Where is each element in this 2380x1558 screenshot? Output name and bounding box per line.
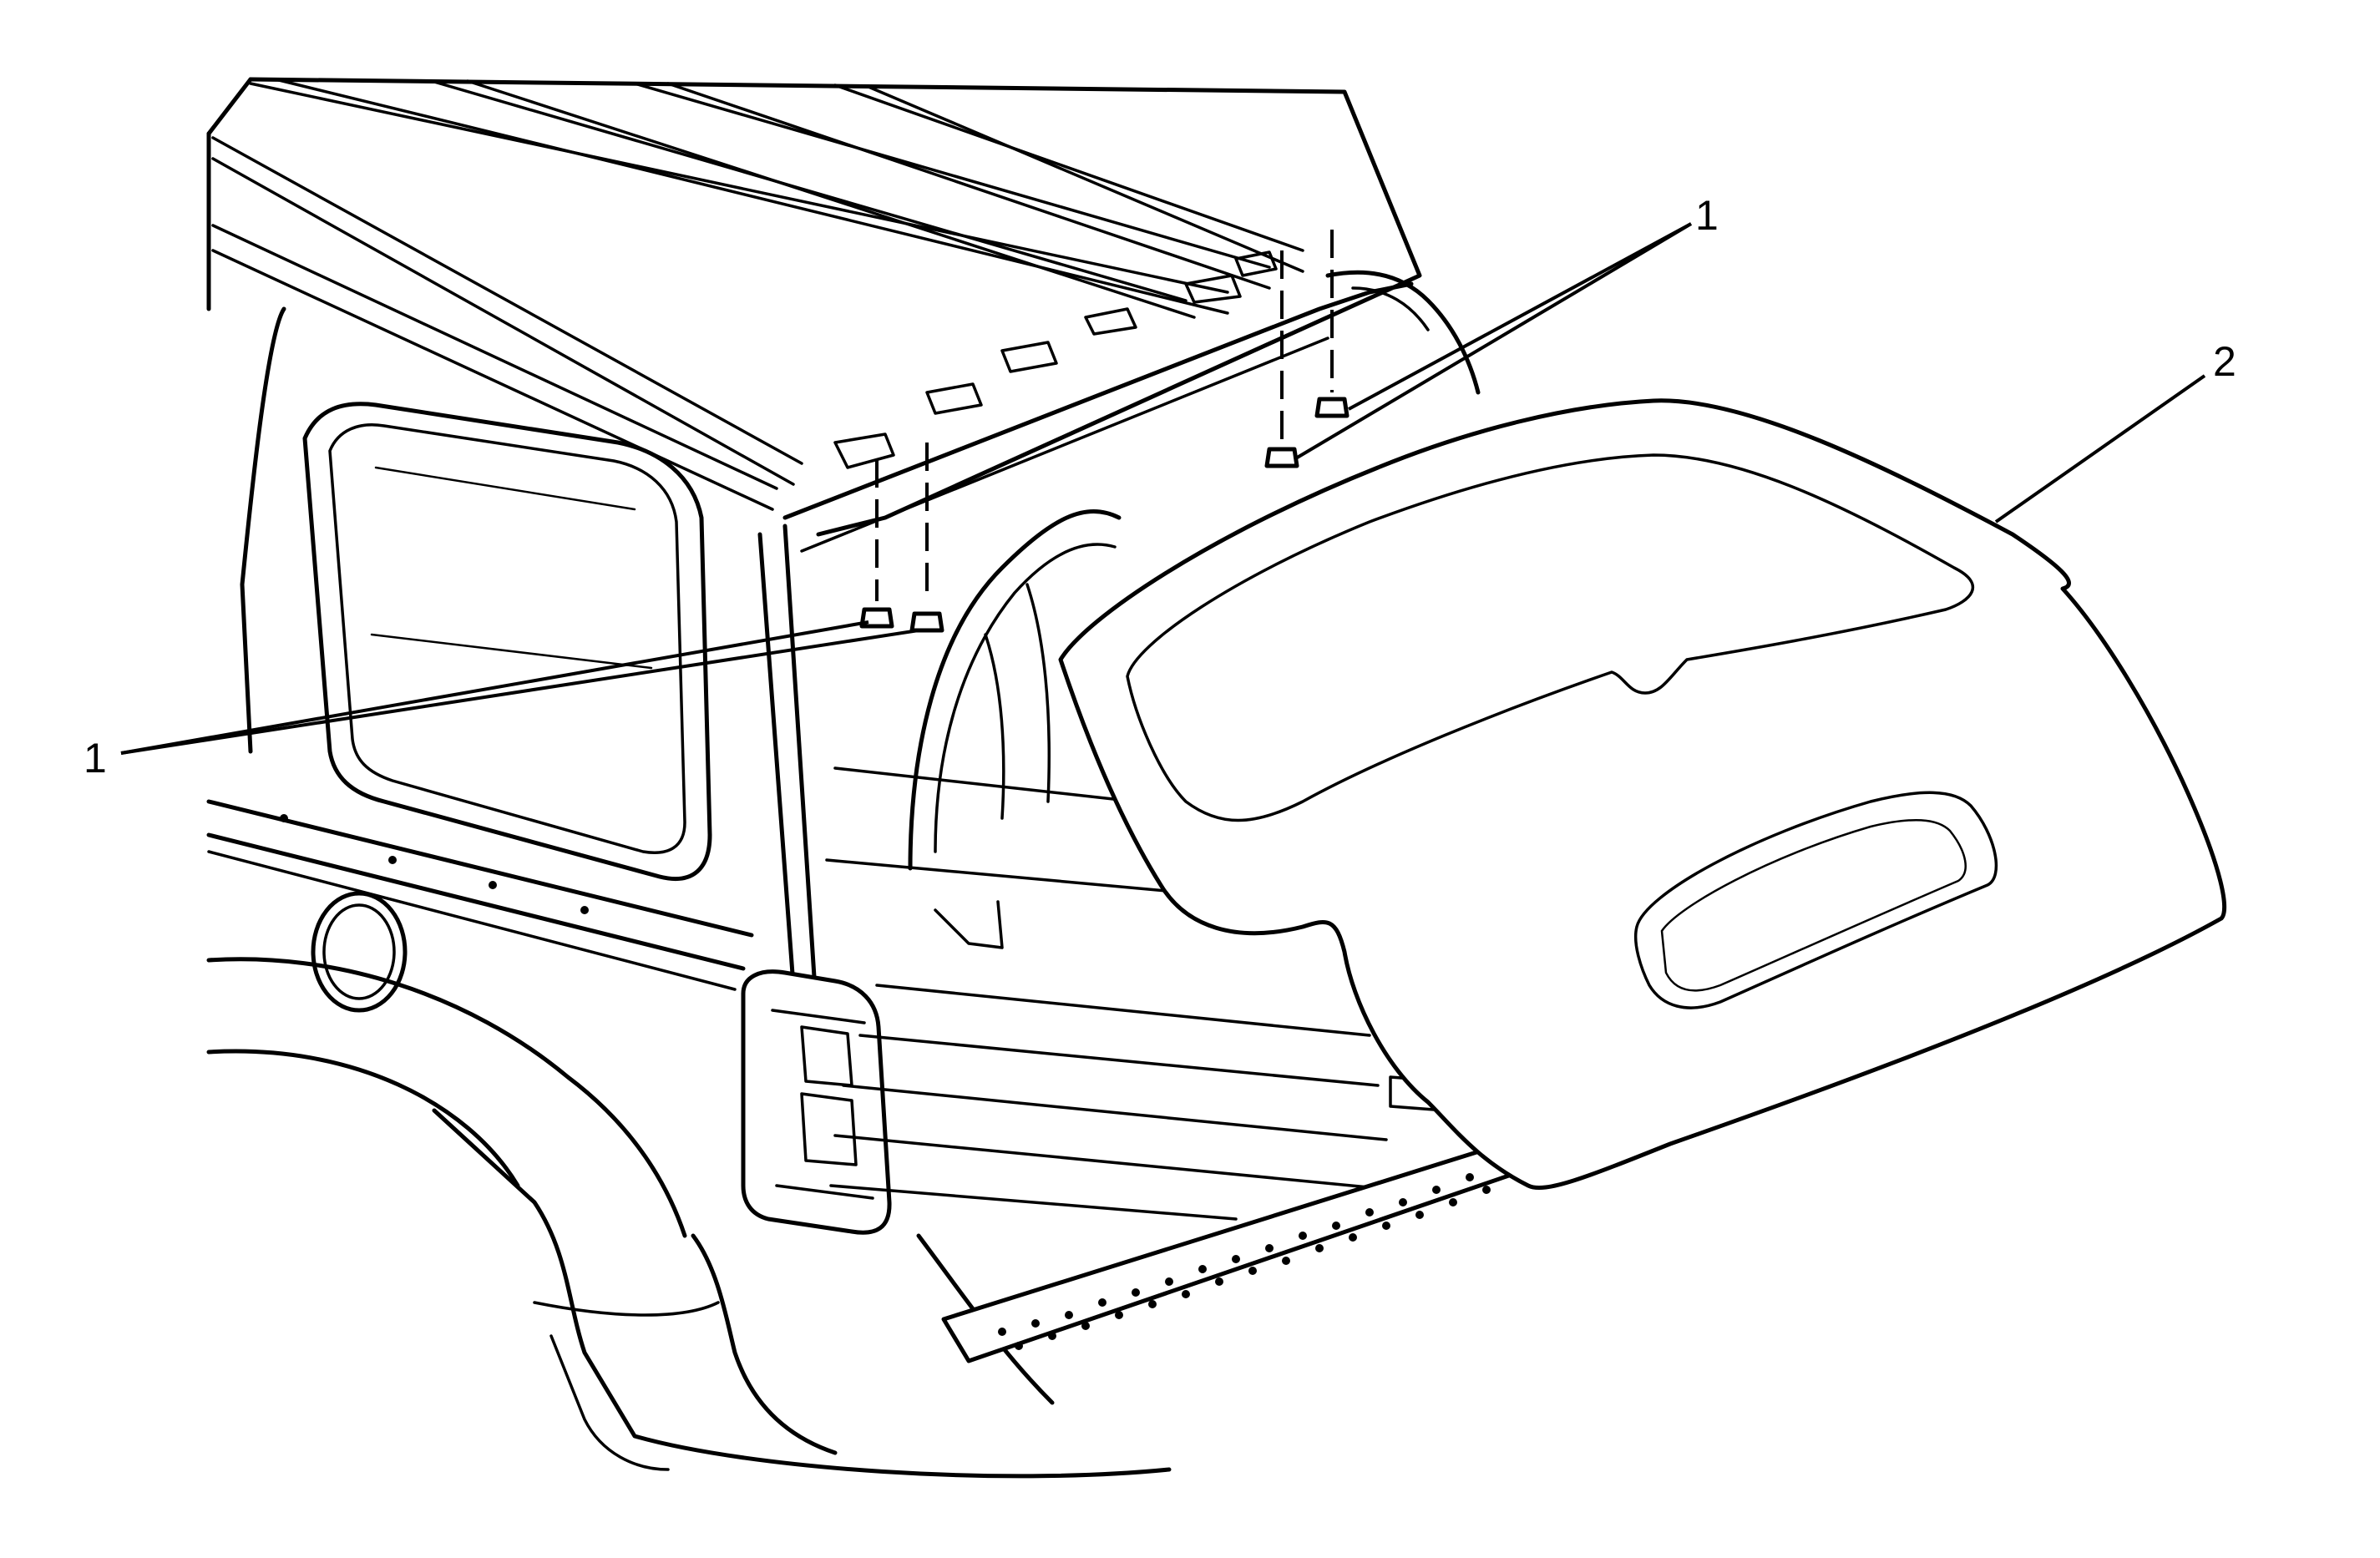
leader-2 (1994, 374, 2206, 524)
vehicle-roof (206, 77, 1481, 553)
sill-fasteners (280, 814, 589, 914)
leader-1-upper-right-a (1293, 222, 1693, 461)
roof-rails (211, 78, 1304, 511)
callout-1-left: 1 (84, 735, 107, 782)
sill-plate-dots (998, 1173, 1491, 1350)
bolt-right-b (1314, 397, 1350, 418)
bolt-right-a (1264, 447, 1299, 468)
callout-2: 2 (2213, 338, 2236, 385)
tail-lamp (741, 969, 892, 1235)
leader-1-left-a (120, 620, 869, 755)
callout-1-upper-right: 1 (1695, 192, 1719, 239)
bolts (859, 230, 1350, 633)
leader-1-left-b (120, 629, 919, 755)
vehicle-body-side (206, 306, 1172, 1479)
leader-1-upper-right-b (1348, 222, 1692, 411)
bolt-left-b (909, 611, 944, 633)
liftgate (1058, 398, 2227, 1190)
leader-lines (120, 222, 2206, 755)
bolt-left-a (859, 607, 894, 629)
liftgate-glass (1126, 453, 1974, 822)
license-pocket (1633, 791, 1998, 1009)
rear-sill-plate (941, 1141, 1531, 1363)
liftgate-outline (1058, 398, 2227, 1190)
fuel-door (311, 891, 408, 1013)
